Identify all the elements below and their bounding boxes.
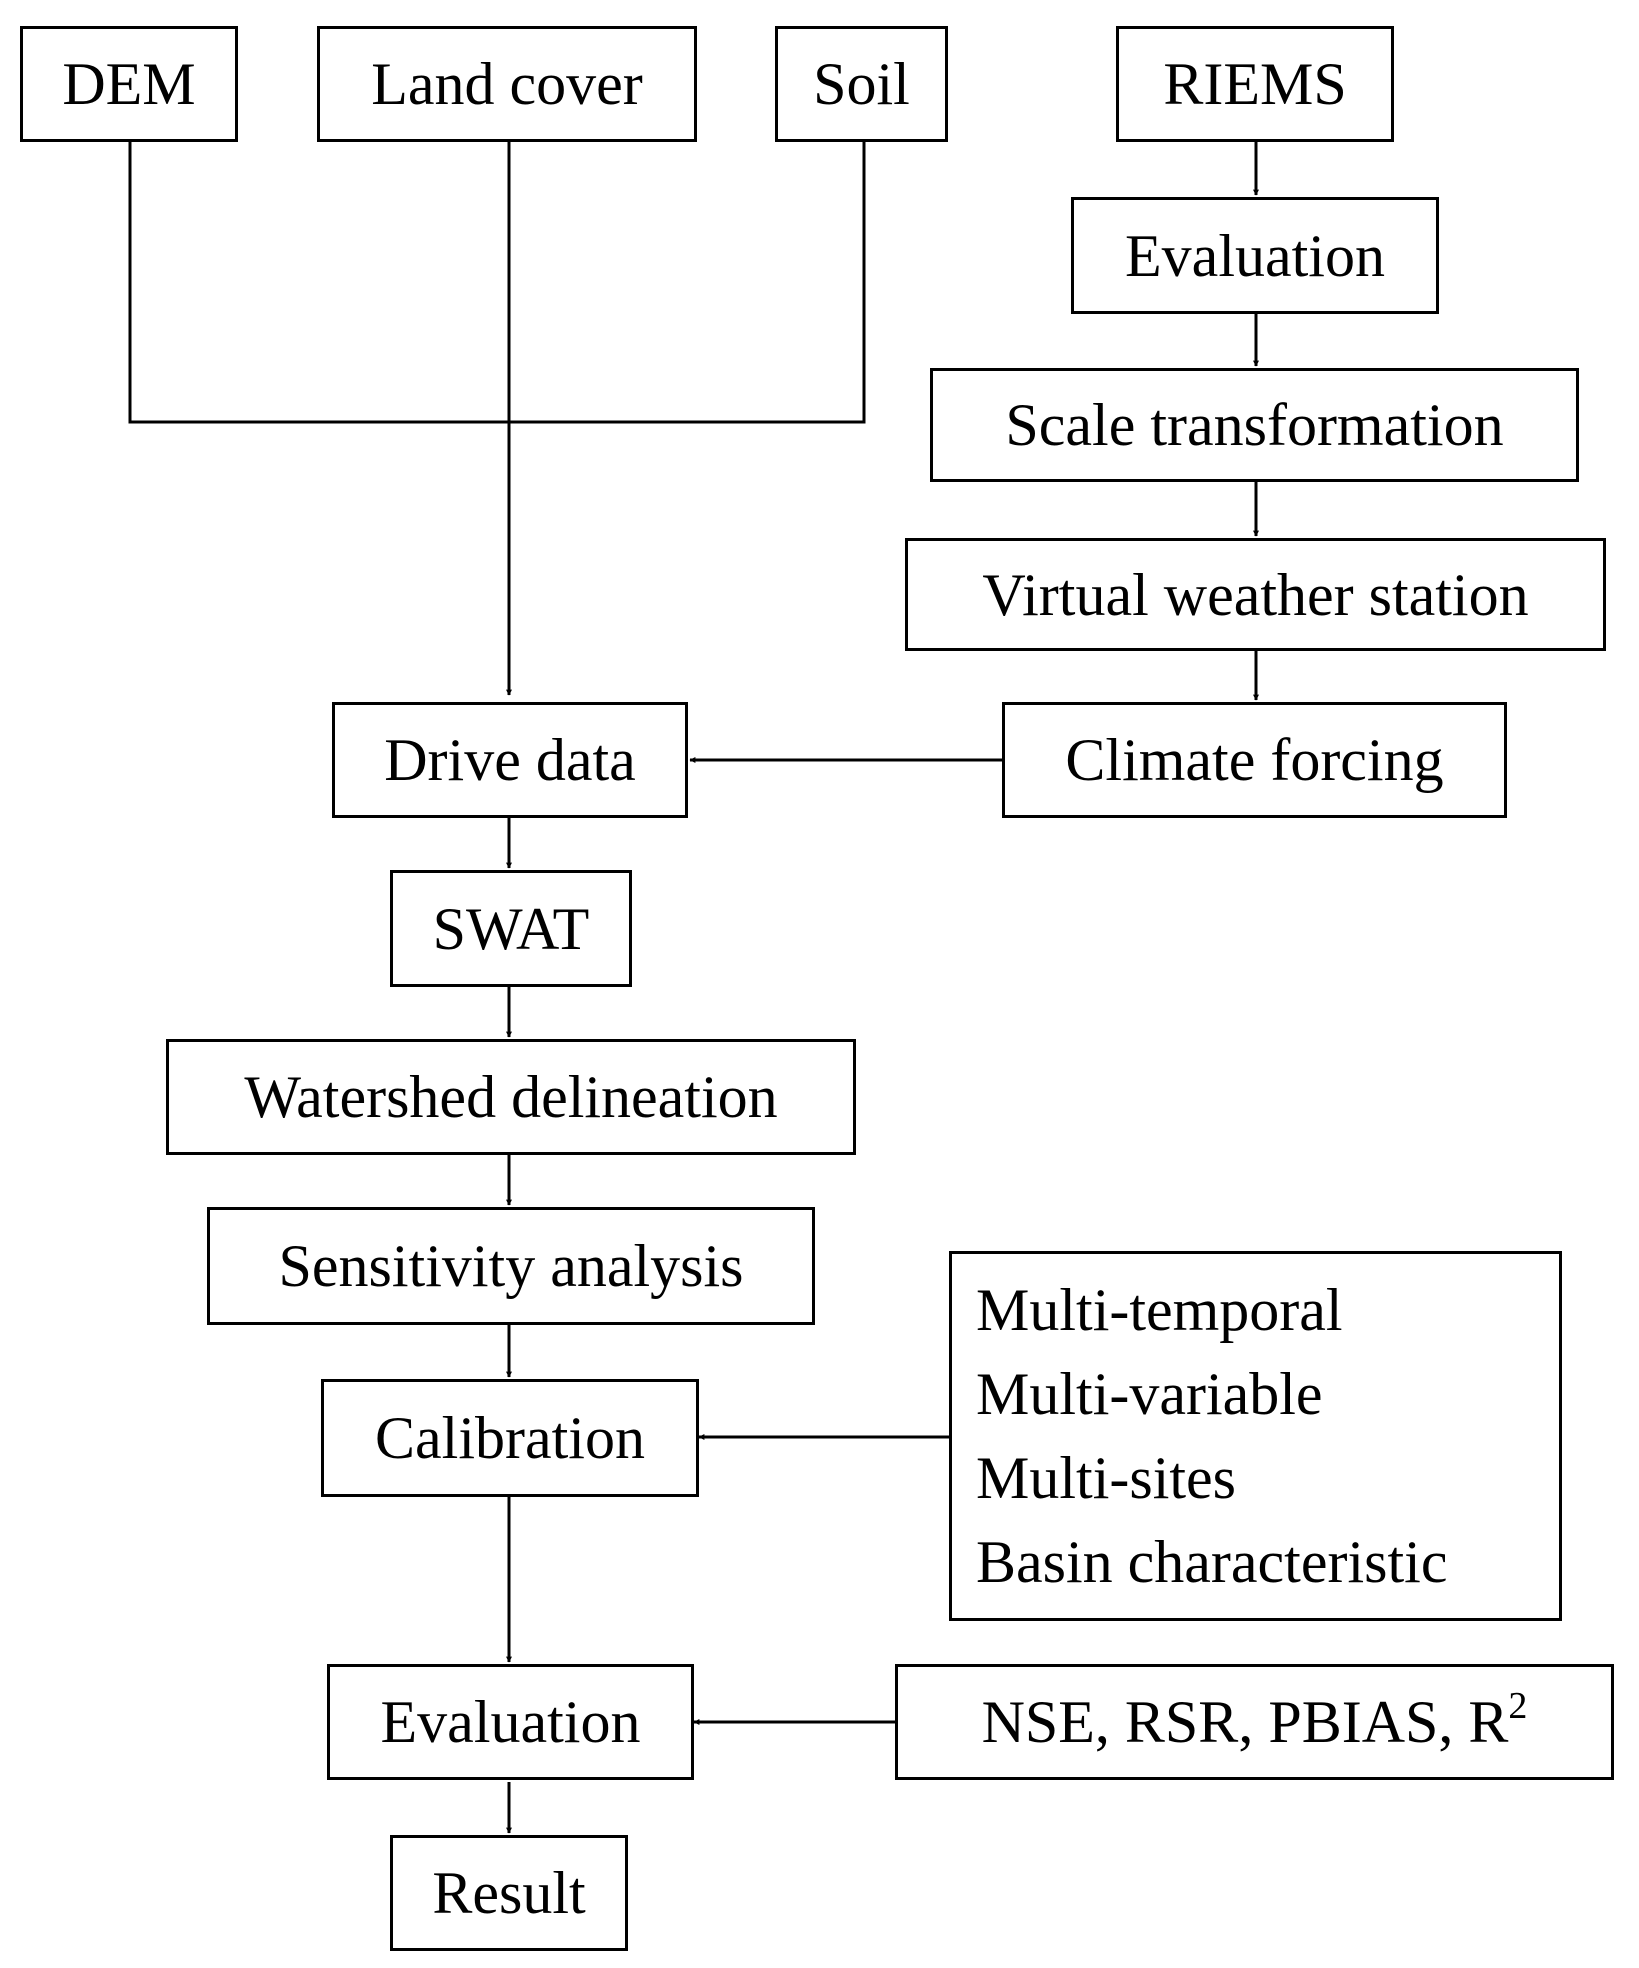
scale-transformation-label: Scale transformation	[1005, 392, 1504, 458]
climate-forcing-node: Climate forcing	[1002, 702, 1507, 818]
soil-node: Soil	[775, 26, 948, 142]
soil-label: Soil	[813, 51, 910, 117]
riems-node: RIEMS	[1116, 26, 1394, 142]
dem-label: DEM	[62, 51, 196, 117]
virtual-weather-station-node: Virtual weather station	[905, 538, 1606, 651]
calibration-input-item: Multi-temporal	[976, 1277, 1343, 1343]
edge-dem-to-drive-data	[128, 142, 866, 424]
dem-node: DEM	[20, 26, 238, 142]
calibration-label: Calibration	[375, 1405, 645, 1471]
swat-label: SWAT	[432, 895, 590, 962]
riems-label: RIEMS	[1163, 51, 1347, 117]
calibration-input-item: Multi-variable	[976, 1361, 1323, 1427]
result-node: Result	[390, 1835, 628, 1951]
climate-forcing-label: Climate forcing	[1065, 727, 1444, 793]
sensitivity-analysis-label: Sensitivity analysis	[278, 1233, 744, 1299]
calibration-input-item: Multi-sites	[976, 1445, 1237, 1511]
calibration-inputs-node: Multi-temporal Multi-variable Multi-site…	[949, 1251, 1562, 1621]
metrics-node: NSE, RSR, PBIAS, R2	[895, 1664, 1614, 1780]
scale-transformation-node: Scale transformation	[930, 368, 1579, 482]
metrics-label: NSE, RSR, PBIAS, R2	[981, 1687, 1528, 1755]
drive-data-node: Drive data	[332, 702, 688, 818]
sensitivity-analysis-node: Sensitivity analysis	[207, 1207, 815, 1325]
land-cover-label: Land cover	[371, 51, 643, 117]
metrics-text: NSE, RSR, PBIAS, R	[981, 1689, 1509, 1755]
metrics-superscript: 2	[1508, 1685, 1528, 1727]
evaluation-bottom-label: Evaluation	[380, 1689, 641, 1755]
swat-node: SWAT	[390, 870, 632, 987]
evaluation-top-label: Evaluation	[1125, 222, 1385, 289]
drive-data-label: Drive data	[384, 727, 636, 793]
land-cover-node: Land cover	[317, 26, 697, 142]
calibration-node: Calibration	[321, 1379, 699, 1497]
evaluation-top-node: Evaluation	[1071, 197, 1439, 314]
calibration-input-item: Basin characteristic	[976, 1529, 1448, 1595]
virtual-weather-station-label: Virtual weather station	[982, 561, 1529, 628]
evaluation-bottom-node: Evaluation	[327, 1664, 694, 1780]
watershed-delineation-label: Watershed delineation	[244, 1064, 778, 1130]
result-label: Result	[432, 1860, 586, 1926]
watershed-delineation-node: Watershed delineation	[166, 1039, 856, 1155]
